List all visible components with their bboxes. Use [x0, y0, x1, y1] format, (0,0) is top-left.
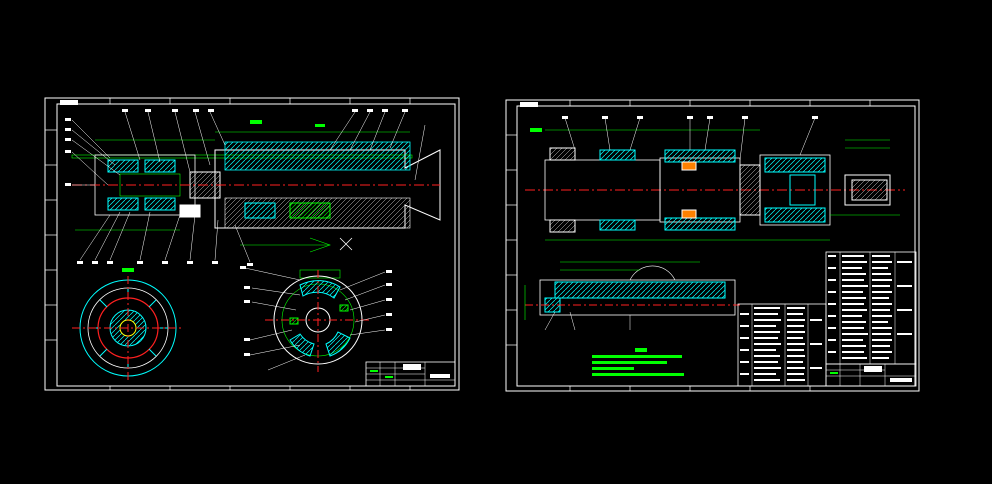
drawing-sheet-left	[44, 97, 460, 391]
zone-ticks	[506, 100, 871, 391]
drawing-sheet-right	[505, 99, 920, 392]
dimension-tag	[250, 120, 262, 124]
parts-list-table	[737, 251, 917, 387]
sheet-corner-tag	[60, 100, 78, 105]
sheet-outer-border	[44, 97, 460, 391]
main-section-view	[65, 109, 441, 266]
sheet-corner-tag	[520, 102, 538, 107]
callout-leaders	[71, 111, 426, 263]
title-block-right	[825, 363, 917, 387]
detail-view-lower	[524, 261, 740, 352]
sheet-inner-border	[516, 105, 916, 387]
sheet-inner-border	[56, 103, 456, 387]
zone-ticks	[45, 98, 411, 390]
end-view-left	[72, 268, 184, 382]
callout-labels	[65, 109, 408, 266]
dimension-tag	[315, 124, 325, 127]
sheet-outer-border	[505, 99, 920, 392]
technical-notes	[592, 355, 684, 376]
section-view-right	[240, 266, 392, 372]
assembly-view-upper	[525, 116, 905, 241]
title-block-left	[365, 361, 456, 387]
